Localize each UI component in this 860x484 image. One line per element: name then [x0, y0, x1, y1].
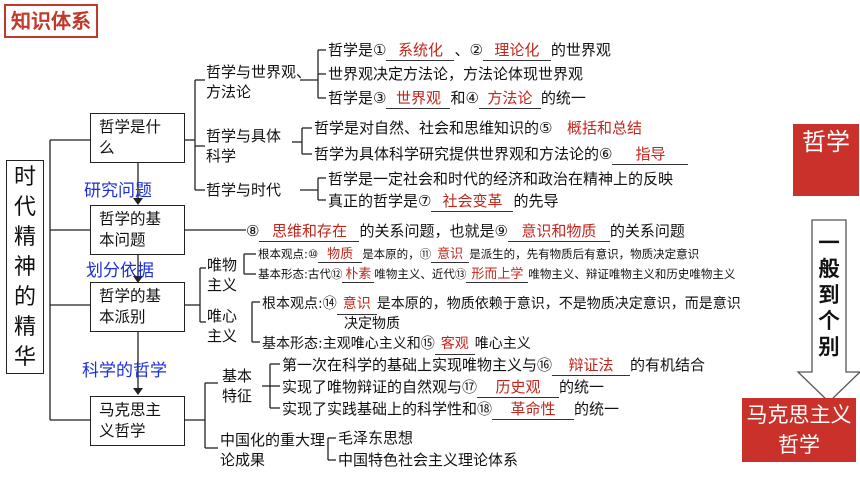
general-to-specific-text: 一 般 到 个 别 — [814, 230, 844, 360]
sub-sinicized-achievements: 中国化的重大理论成果 — [220, 431, 326, 469]
left-title-char: 精 — [13, 315, 36, 340]
text: 第一次在科学的基础上实现唯物主义与⑯ — [282, 356, 553, 374]
answer-7: 社会变革 — [431, 191, 514, 212]
answer-5: 概括和总结 — [566, 119, 642, 137]
label-research-question: 研究问题 — [84, 181, 152, 201]
text: 、② — [454, 41, 483, 59]
text: 的关系问题 — [609, 222, 685, 240]
text: 基本形态:古代⑫ — [258, 267, 343, 281]
sub-idealism: 唯心主义 — [207, 307, 238, 345]
sub-basic-features: 基本特征 — [222, 367, 253, 405]
line-socialism-theory: 中国特色社会主义理论体系 — [338, 451, 519, 469]
text: 唯物主义、近代⑬ — [374, 267, 467, 281]
text: 哲学是① — [328, 41, 387, 59]
text: 是派生的，先有物质后有意识，物质决定意识 — [469, 247, 700, 261]
text: 唯心主义 — [474, 336, 531, 352]
text: 的有机结合 — [630, 356, 706, 374]
text: 的统一 — [540, 89, 586, 107]
arrow-char: 般 — [818, 257, 840, 281]
line-6: 哲学是一定社会和时代的经济和政治在精神上的反映 — [328, 170, 674, 188]
knowledge-system-tag: 知识体系 — [4, 4, 98, 38]
text: 的统一 — [559, 378, 605, 396]
answer-6: 指导 — [612, 144, 689, 165]
text: 基本形态:主观唯心主义和⑮ — [262, 336, 435, 352]
answer-10: 物质 — [318, 247, 363, 263]
line-4: 哲学是对自然、社会和思维知识的⑤ 概括和总结 — [314, 118, 656, 138]
answer-3: 世界观 — [386, 88, 451, 109]
arrow-char: 个 — [818, 309, 840, 333]
text: 唯物主义、辩证唯物主义和历史唯物主义 — [528, 267, 736, 281]
text: 哲学是③ — [328, 89, 387, 107]
line-idealism-1b: 决定物质 — [344, 316, 400, 332]
left-title-char: 的 — [13, 285, 36, 310]
answer-13: 形而上学 — [466, 267, 529, 283]
text: 实现了唯物辩证的自然观与⑰ — [282, 378, 478, 396]
answer-15: 客观 — [434, 334, 475, 355]
sub-concrete-science: 哲学与具体科学 — [206, 127, 282, 165]
label-scientific-philosophy: 科学的哲学 — [82, 361, 167, 381]
left-title-char: 代 — [13, 195, 36, 220]
sub-era: 哲学与时代 — [206, 181, 282, 199]
node-basic-question: 哲学的基本问题 — [90, 205, 185, 255]
left-title-char: 神 — [13, 255, 36, 280]
answer-1: 系统化 — [386, 40, 455, 61]
text: 的统一 — [574, 400, 620, 418]
answer-8: 思维和存在 — [259, 221, 360, 242]
sub-worldview-methodology: 哲学与世界观、方法论 — [206, 63, 312, 101]
text: 哲学是对自然、社会和思维知识的⑤ — [314, 119, 553, 137]
answer-18: 革命性 — [492, 399, 575, 420]
answer-14: 意识 — [336, 294, 377, 315]
answer-2: 理论化 — [482, 40, 551, 61]
text: 真正的哲学是⑦ — [328, 192, 432, 210]
text: 的先导 — [513, 192, 559, 210]
text: ⑧ — [246, 222, 260, 240]
line-mao-thought: 毛泽东思想 — [338, 429, 414, 447]
arrow-char: 别 — [818, 335, 840, 359]
answer-4: 方法论 — [478, 88, 541, 109]
philosophy-box: 哲学 — [793, 124, 859, 196]
answer-11: 意识 — [431, 247, 470, 263]
text: 实现了实践基础上的科学性和⑱ — [282, 400, 493, 418]
philosophy-char: 哲学 — [802, 128, 850, 156]
text: 的关系问题，也就是⑨ — [359, 222, 508, 240]
text: 哲学为具体科学研究提供世界观和方法论的⑥ — [314, 145, 613, 163]
text: 是本原的，物质依赖于意识，不是物质决定意识，而是意识 — [376, 296, 741, 312]
left-title-char: 时 — [13, 165, 36, 190]
answer-16: 辩证法 — [552, 355, 631, 376]
sub-materialism: 唯物主义 — [207, 256, 238, 294]
left-title: 时 代 精 神 的 精 华 — [6, 160, 44, 374]
left-title-char: 华 — [13, 345, 36, 370]
text: 根本观点:⑭ — [262, 296, 337, 312]
node-what-is-philosophy: 哲学是什么 — [90, 113, 185, 163]
text: 和④ — [450, 89, 479, 107]
answer-12: 朴素 — [342, 267, 375, 283]
label-division-basis: 划分依据 — [86, 261, 154, 281]
answer-9: 意识和物质 — [507, 221, 610, 242]
marxist-philosophy-box: 马克思主义哲学 — [742, 398, 856, 462]
text: 根本观点:⑩ — [258, 247, 319, 261]
arrow-char: 到 — [818, 283, 840, 307]
answer-17: 历史观 — [477, 377, 560, 398]
node-basic-schools: 哲学的基本派别 — [90, 282, 185, 332]
node-marxist-philosophy: 马克思主义哲学 — [90, 396, 185, 446]
text: 是本原的，⑪ — [362, 247, 432, 261]
line-2: 世界观决定方法论，方法论体现世界观 — [328, 65, 584, 83]
arrow-char: 一 — [818, 231, 840, 255]
left-title-char: 精 — [13, 225, 36, 250]
text: 的世界观 — [550, 41, 611, 59]
